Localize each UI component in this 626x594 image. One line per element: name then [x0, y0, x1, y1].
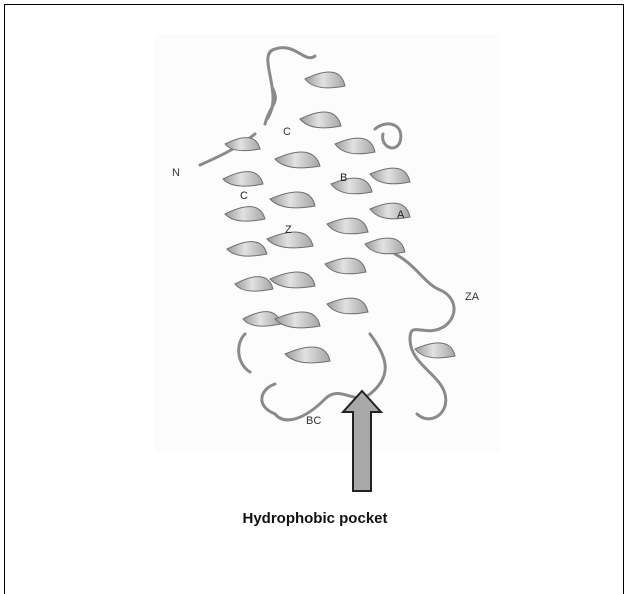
protein-ribbon-diagram [155, 34, 500, 452]
bc-loop-end [262, 384, 275, 414]
helix-za-short [415, 343, 455, 358]
n-terminus-label: N [172, 167, 180, 179]
za-loop-label: ZA [465, 291, 479, 303]
bc-loop-label: BC [306, 415, 321, 427]
helix-c-label: C [240, 190, 248, 202]
protein-structure-figure: N C C Z B A ZA BC [155, 34, 500, 452]
helix-b [325, 138, 375, 314]
helix-b-label: B [340, 172, 347, 184]
top-loop [267, 48, 315, 119]
c-terminus-label: C [283, 126, 291, 138]
hydrophobic-pocket-caption: Hydrophobic pocket [150, 510, 480, 527]
helix-a-label: A [397, 209, 404, 221]
helix-z-label: Z [285, 224, 292, 236]
helix-c [223, 138, 281, 327]
lower-left-loop [239, 334, 250, 372]
za-loop [395, 254, 454, 419]
c-terminal-tail [265, 89, 275, 124]
pocket-arrow-icon [340, 388, 384, 494]
loop-coils [200, 48, 454, 420]
ab-turn [375, 124, 401, 148]
helix-z [267, 72, 345, 363]
